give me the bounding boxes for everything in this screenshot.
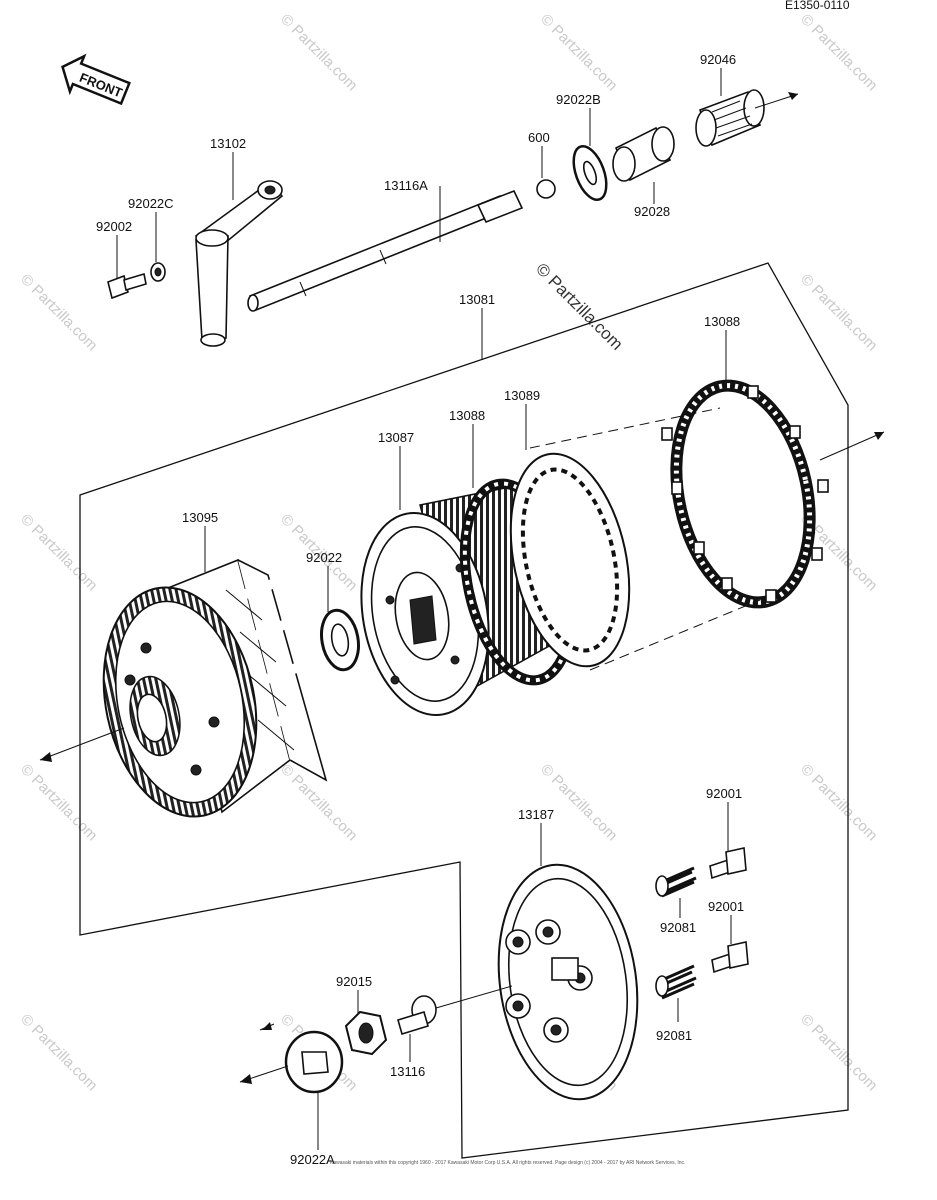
label-13116: 13116: [390, 1064, 425, 1079]
watermark: © Partzilla.com: [797, 11, 880, 94]
part-labels: 92046 92022B 600 92028 13102 13116A 9202…: [96, 52, 744, 1167]
leader-lines: [116, 68, 732, 1150]
clutch-housing-13095[interactable]: [83, 558, 328, 831]
watermark: © Partzilla.com: [277, 11, 360, 94]
needle-bearing-92046[interactable]: [695, 89, 765, 147]
bolt-92001-upper[interactable]: [709, 847, 747, 880]
push-rod-13116[interactable]: [397, 995, 437, 1036]
label-13089: 13089: [504, 388, 540, 403]
label-13087: 13087: [378, 430, 414, 445]
label-92022A: 92022A: [290, 1152, 335, 1167]
label-92022C: 92022C: [128, 196, 174, 211]
alignment-line: [529, 407, 761, 671]
spring-92081-upper[interactable]: [655, 866, 697, 898]
watermark: © Partzilla.com: [17, 271, 100, 354]
label-13095: 13095: [182, 510, 218, 525]
watermark: © Partzilla.com: [537, 761, 620, 844]
watermark: © Partzilla.com: [797, 271, 880, 354]
collar-92028[interactable]: [612, 126, 675, 182]
watermark: © Partzilla.com: [797, 761, 880, 844]
copyright-text: Kawasaki materials within this copyright…: [330, 1160, 685, 1166]
nut-92015[interactable]: [344, 1010, 388, 1056]
label-13088-lower: 13088: [449, 408, 485, 423]
label-92001-lower: 92001: [708, 899, 744, 914]
watermark: © Partzilla.com: [17, 761, 100, 844]
steel-plate-13089[interactable]: [493, 443, 647, 678]
label-92081-upper: 92081: [660, 920, 696, 935]
label-92002: 92002: [96, 219, 132, 234]
label-13116A: 13116A: [384, 178, 428, 193]
friction-plate-13088-outer[interactable]: [658, 373, 829, 615]
label-13081: 13081: [459, 292, 495, 307]
washer-92022[interactable]: [317, 607, 363, 672]
bolt-92002[interactable]: [107, 272, 147, 300]
watermark: © Partzilla.com: [17, 1011, 100, 1094]
spring-92081-lower[interactable]: [655, 964, 697, 1000]
label-92081-lower: 92081: [656, 1028, 692, 1043]
label-13088-upper: 13088: [704, 314, 740, 329]
label-92001-upper: 92001: [706, 786, 742, 801]
watermark: © Partzilla.com: [797, 1011, 880, 1094]
label-92022: 92022: [306, 550, 342, 565]
diagram-code: E1350-0110: [785, 0, 850, 12]
lock-washer-92022A[interactable]: [284, 1030, 344, 1094]
watermark: © Partzilla.com: [17, 511, 100, 594]
label-92046: 92046: [700, 52, 736, 67]
pressure-plate-13187[interactable]: [484, 856, 652, 1109]
ball-600[interactable]: [536, 179, 556, 199]
label-600: 600: [528, 130, 550, 145]
release-lever-13102[interactable]: [194, 180, 284, 347]
label-92022B: 92022B: [556, 92, 601, 107]
label-13187: 13187: [518, 807, 554, 822]
washer-92022B[interactable]: [567, 142, 612, 204]
center-watermark: © Partzilla.com: [532, 259, 626, 353]
label-92015: 92015: [336, 974, 372, 989]
push-rod-13116A[interactable]: [247, 189, 524, 312]
front-arrow: FRONT: [61, 53, 131, 106]
label-13102: 13102: [210, 136, 246, 151]
label-92028: 92028: [634, 204, 670, 219]
watermark: © Partzilla.com: [537, 11, 620, 94]
assembly-outline: [79, 262, 849, 1159]
bolt-92001-lower[interactable]: [711, 941, 749, 974]
